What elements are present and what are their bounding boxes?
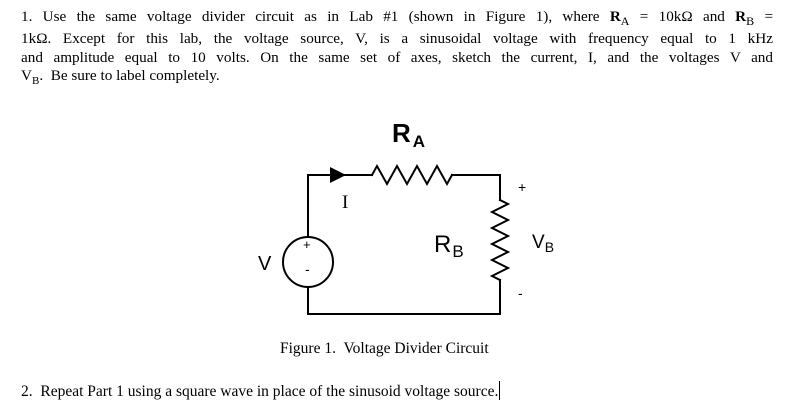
figure-caption: Figure 1. Voltage Divider Circuit bbox=[280, 340, 489, 357]
source-plus-sign: + bbox=[303, 237, 311, 252]
vb-subscript: B bbox=[31, 75, 40, 88]
problem-1-text: 1. Use the same voltage divider circuit … bbox=[21, 8, 773, 91]
ra-subscript: A bbox=[620, 14, 630, 29]
wire-bottom bbox=[307, 279, 501, 315]
vb-plus-sign: + bbox=[518, 179, 526, 195]
problem-2-text[interactable]: 2. Repeat Part 1 using a square wave in … bbox=[21, 381, 501, 401]
vb-symbol: V bbox=[21, 67, 32, 85]
rb-label: RB bbox=[434, 231, 464, 261]
problem-2-sentence: 2. Repeat Part 1 using a square wave in … bbox=[21, 383, 499, 400]
wire-top-right bbox=[451, 174, 501, 201]
problem-1-line-3: and amplitude equal to 10 volts. On the … bbox=[21, 48, 773, 66]
rb-subscript: B bbox=[746, 14, 755, 29]
vb-minus-sign: - bbox=[518, 285, 523, 301]
resistor-rb-zigzag bbox=[489, 198, 511, 282]
ra-symbol: R bbox=[609, 8, 621, 25]
voltage-source-circle bbox=[282, 236, 334, 288]
problem-1-line-2: 1kΩ. Except for this lab, the voltage so… bbox=[21, 30, 773, 48]
wire-top-left bbox=[307, 174, 373, 238]
problem-1-line-1: 1. Use the same voltage divider circuit … bbox=[21, 8, 773, 30]
problem-1-intro: 1. Use the same voltage divider circuit … bbox=[21, 8, 610, 25]
rb-symbol: R bbox=[735, 8, 747, 25]
rb-equals: = bbox=[754, 8, 774, 25]
text-cursor bbox=[499, 381, 501, 400]
current-label: I bbox=[342, 192, 348, 213]
ra-value: = 10kΩ and bbox=[629, 8, 736, 25]
current-arrow-icon bbox=[330, 167, 346, 183]
source-minus-sign: - bbox=[305, 261, 310, 277]
resistor-ra-zigzag bbox=[370, 163, 454, 187]
problem-1-line-4: VB. Be sure to label completely. bbox=[21, 67, 773, 90]
vb-label: VB bbox=[532, 232, 554, 255]
source-label: V bbox=[258, 253, 272, 275]
problem-1-instruction: . Be sure to label completely. bbox=[39, 67, 220, 85]
